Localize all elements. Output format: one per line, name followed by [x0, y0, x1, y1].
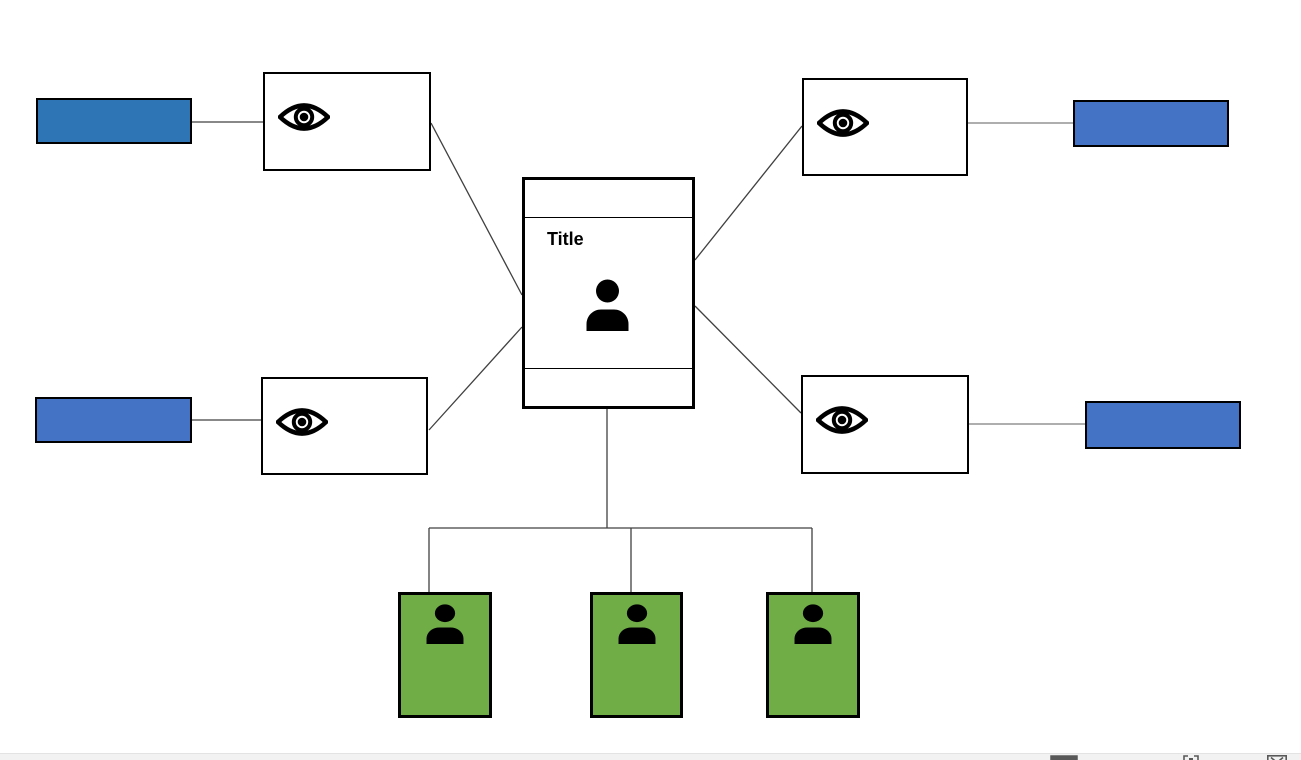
light-connectors — [968, 122, 1085, 425]
label-shape-bottom-left[interactable] — [35, 397, 192, 443]
eye-icon — [276, 408, 328, 436]
observer-node-bottom-left[interactable] — [261, 377, 428, 475]
slide-sorter-icon[interactable] — [1183, 755, 1199, 760]
center-node-title: Title — [547, 229, 584, 249]
person-icon — [426, 604, 464, 644]
observer-node-top-left[interactable] — [263, 72, 431, 171]
member-node-middle[interactable] — [590, 592, 683, 718]
slide-show-icon[interactable] — [1267, 755, 1287, 760]
label-shape-top-left[interactable] — [36, 98, 192, 144]
member-node-left[interactable] — [398, 592, 492, 718]
observer-node-bottom-right[interactable] — [801, 375, 969, 474]
connector-observer-bottom-left-to-center — [428, 326, 523, 431]
connector-center-to-observer-top-right — [694, 125, 803, 261]
label-shape-top-right[interactable] — [1073, 100, 1229, 147]
label-shape-bottom-right[interactable] — [1085, 401, 1241, 449]
eye-icon — [817, 109, 869, 137]
connector-observer-top-left-to-center — [430, 122, 523, 296]
connector-center-to-observer-bottom-right — [694, 305, 802, 414]
center-node-footer-strip — [525, 368, 692, 406]
observer-node-top-right[interactable] — [802, 78, 968, 176]
member-node-right[interactable] — [766, 592, 860, 718]
eye-icon — [278, 103, 330, 131]
normal-view-icon[interactable] — [1050, 755, 1078, 760]
person-icon — [794, 604, 832, 644]
person-icon — [586, 279, 628, 331]
status-bar — [0, 753, 1301, 760]
center-node-header-strip — [525, 180, 692, 218]
center-node[interactable]: Title — [522, 177, 695, 409]
eye-icon — [816, 406, 868, 434]
person-icon — [618, 604, 655, 644]
